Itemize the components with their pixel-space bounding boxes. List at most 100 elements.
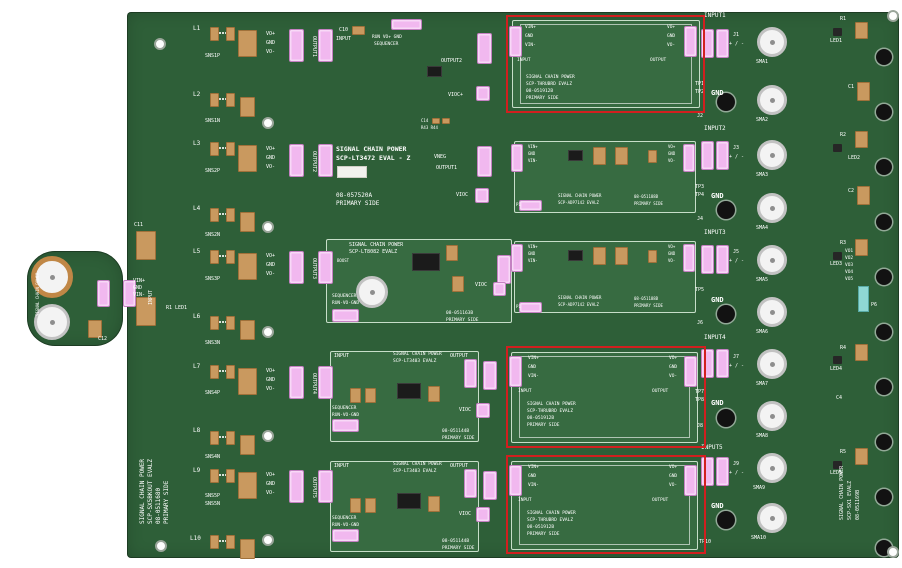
- via-row: [219, 370, 227, 372]
- copper-pad: [210, 431, 219, 445]
- label-vo: VO-: [669, 483, 678, 488]
- label-sma4: SMA4: [756, 225, 769, 231]
- pin-header-connector: [391, 19, 422, 30]
- label-input4: INPUT4: [704, 334, 726, 341]
- label-vin: VIN+: [528, 144, 538, 149]
- label-gnd: GND: [711, 192, 724, 200]
- label-led1: LED1: [830, 38, 843, 44]
- copper-pad: [855, 22, 868, 39]
- label-sma9: SMA9: [753, 485, 766, 491]
- copper-pad: [226, 27, 235, 41]
- label-sns1p: SNS1P: [205, 53, 221, 59]
- label-sns3p: SNS3P: [205, 276, 221, 282]
- pin-header-connector: [716, 245, 729, 274]
- pin-header-connector: [716, 141, 729, 170]
- banana-jack-hole: [717, 201, 735, 219]
- label-vo: VO+: [669, 465, 678, 470]
- banana-jack-hole: [876, 49, 892, 65]
- label-primary-side: PRIMARY SIDE: [163, 480, 170, 524]
- ic-chip: [568, 150, 583, 161]
- label-sns5n: SNS5N: [205, 501, 221, 507]
- label-primary-side: PRIMARY SIDE: [442, 436, 475, 441]
- label-c10: C10: [339, 27, 349, 33]
- label-tp2: TP2: [695, 89, 705, 95]
- label-symbol: + / -: [729, 258, 745, 264]
- copper-pad: [648, 250, 657, 263]
- label-vo: VO-: [266, 49, 276, 55]
- label-gnd: GND: [668, 251, 676, 256]
- pin-header-connector: [509, 356, 522, 387]
- label-scp-adp7142-evalz: SCP-ADP7142 EVALZ: [558, 200, 599, 205]
- label-r2: R2: [840, 132, 847, 138]
- label-tp1: TP1: [695, 81, 705, 87]
- pin-header-connector: [318, 470, 333, 503]
- sma-connector: [757, 503, 787, 533]
- pin-header-connector: [509, 26, 522, 57]
- label-primary-side: PRIMARY SIDE: [634, 303, 663, 308]
- label-r5: R5: [840, 449, 847, 455]
- banana-jack-hole: [876, 379, 892, 395]
- copper-pad: [136, 231, 156, 260]
- label-gnd: GND: [528, 151, 536, 156]
- led: [833, 356, 842, 364]
- copper-pad: [240, 320, 255, 340]
- label-boost: BOOST: [337, 258, 350, 263]
- label-l6: L6: [193, 313, 201, 320]
- label-08-057520a: 08-057520A: [336, 192, 373, 199]
- label-gnd: GND: [266, 377, 276, 383]
- label-signal-chain-power: SIGNAL CHAIN POWER: [839, 465, 845, 520]
- label-vo: VO+: [669, 356, 678, 361]
- copper-pad: [428, 496, 440, 512]
- highlight-box: [506, 455, 706, 554]
- pin-header-connector: [493, 282, 506, 296]
- label-vioc: VIOC: [475, 282, 488, 288]
- pin-header-connector: [701, 141, 714, 170]
- label-scp-lt3403-evalz: SCP-LT3403 EVALZ: [393, 359, 437, 364]
- label-scp-thrubrd-evalz: SCP-THRUBRD EVALZ: [526, 82, 573, 87]
- copper-pad: [210, 365, 219, 379]
- copper-pad: [238, 30, 257, 57]
- label-scp-lt3403-evalz: SCP-LT3403 EVALZ: [393, 469, 437, 474]
- pin-header-connector: [519, 200, 542, 211]
- highlight-box: [506, 15, 705, 113]
- label-gnd: GND: [711, 502, 724, 510]
- pin-header-connector: [123, 280, 136, 307]
- label-sma1: SMA1: [756, 59, 769, 65]
- copper-pad: [226, 142, 235, 156]
- copper-pad: [226, 535, 235, 549]
- pin-header-connector: [464, 469, 477, 498]
- label-input: INPUT: [334, 463, 350, 469]
- via-row: [219, 436, 227, 438]
- label-output2: OUTPUT2: [311, 151, 317, 173]
- label-vin: VIN-: [528, 158, 538, 163]
- label-gnd: GND: [528, 365, 537, 370]
- label-gnd: GND: [667, 34, 676, 39]
- pin-header-connector: [477, 146, 492, 177]
- label-scp-thrubrd-evalz: SCP-THRUBRD EVALZ: [527, 518, 574, 523]
- label-gnd: GND: [266, 155, 276, 161]
- label-vo: VO+: [266, 472, 276, 478]
- pin-header-connector: [289, 251, 304, 284]
- label-r4: R4: [840, 345, 847, 351]
- label-c12: C12: [98, 336, 108, 342]
- copper-pad: [226, 93, 235, 107]
- daughter-card: [511, 461, 698, 550]
- pin-header-connector: [683, 244, 695, 272]
- copper-pad: [615, 147, 628, 165]
- trimmer-part: [858, 286, 869, 312]
- label-vioc: VIOC: [459, 511, 472, 517]
- label-symbol: + / -: [729, 363, 745, 369]
- label-tp8: TP8: [695, 397, 705, 403]
- card-outline: [520, 24, 692, 104]
- label-signal-chain-power: SIGNAL CHAIN POWER: [526, 75, 575, 80]
- pin-header-connector: [318, 144, 333, 177]
- label-08-051188b: 08-051188B: [634, 296, 659, 301]
- label-sma6: SMA6: [756, 329, 769, 335]
- label-input: INPUT: [148, 289, 154, 305]
- label-vin: VIN+: [528, 465, 539, 470]
- label-sma7: SMA7: [756, 381, 769, 387]
- copper-pad: [240, 97, 255, 117]
- mounting-hole: [155, 540, 167, 552]
- led: [833, 252, 842, 260]
- copper-pad: [593, 147, 606, 165]
